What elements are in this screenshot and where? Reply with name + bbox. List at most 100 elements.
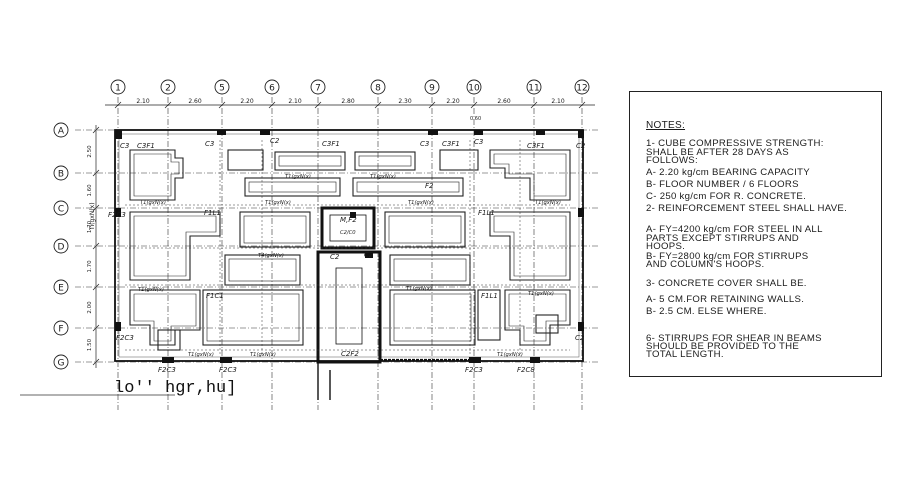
grid-bubble-col: 12	[574, 79, 590, 95]
footing-outline	[388, 215, 462, 244]
footing-label: C3	[205, 140, 214, 148]
note-line: A- 2.20 kg/cm BEARING CAPACITY	[646, 167, 810, 178]
dimension-label: 1.70	[87, 220, 93, 233]
dimension-label: 2.10	[288, 98, 302, 105]
stair-core-inner	[335, 267, 363, 345]
footing-outline	[206, 293, 300, 342]
footing-outline	[129, 149, 184, 201]
note-line: 2- REINFORCEMENT STEEL SHALL HAVE.	[646, 203, 848, 214]
grid-bubble-label: 9	[429, 84, 435, 94]
grid-bubble-label: B	[58, 170, 64, 180]
footing-outline	[358, 155, 412, 167]
grid-bubble-row: D	[53, 238, 69, 254]
footing-label: C3F1	[442, 140, 460, 148]
footing-label: T1(gxN(x)	[406, 286, 432, 292]
column-block	[115, 322, 121, 331]
dimension-label: 2.60	[188, 98, 202, 105]
footing-label: C2	[270, 137, 280, 145]
footing-outline	[133, 215, 217, 277]
footing-label: C2	[575, 334, 585, 342]
note-line: SHOULD BE PROVIDED TO THE	[646, 341, 800, 352]
footing-label: F1L1	[478, 209, 495, 217]
footing-label: C2	[330, 253, 340, 261]
grid-bubble-col: 10	[466, 79, 482, 95]
footing-label: T1(gxN(x)	[370, 174, 396, 180]
footing-outline	[384, 211, 466, 248]
footing-label: F2	[425, 182, 434, 190]
footing-label: F2C3	[219, 366, 237, 374]
footing-outline	[393, 293, 472, 342]
footing-outline	[278, 155, 342, 167]
grid-bubble-label: 6	[269, 84, 275, 94]
grid-bubble-col: 5	[214, 79, 230, 95]
footing-outline	[389, 254, 471, 286]
dimension-label: 2.30	[398, 98, 412, 105]
note-line: 6- STIRRUPS FOR SHEAR IN BEAMS	[646, 333, 822, 344]
footing-label: T1(gxN(x)	[528, 291, 554, 297]
grid-bubble-row: B	[53, 165, 69, 181]
footing-label: T1(gxN(x)	[265, 200, 291, 206]
footing-outline	[239, 211, 311, 248]
footing-label: C3F1	[322, 140, 340, 148]
grid-bubble-row: F	[53, 320, 69, 336]
grid-bubble-label: 7	[315, 84, 321, 94]
slab-inner-outline	[118, 133, 580, 358]
grid-bubble-row: G	[53, 354, 69, 370]
footing-outline	[493, 153, 567, 197]
notes-heading: NOTES:	[646, 120, 686, 131]
dimension-label: 1.70	[87, 260, 93, 273]
footing-outline	[157, 329, 181, 351]
note-line: AND COLUMN'S HOOPS.	[646, 259, 765, 270]
footings	[129, 149, 571, 351]
column-block	[578, 322, 584, 331]
footing-label: F2C8	[517, 366, 535, 374]
footing-outline	[224, 254, 301, 286]
footing-label: C2	[364, 251, 374, 259]
footing-label: C2F2	[341, 350, 359, 358]
grid-bubble-col: 7	[310, 79, 326, 95]
stair-core-wall	[316, 250, 382, 364]
footing-outline	[244, 177, 341, 197]
column-block	[469, 357, 481, 363]
note-line: A- FY=4200 kg/cm FOR STEEL IN ALL	[646, 224, 823, 235]
footing-label: T4(gxN(x)	[258, 253, 284, 259]
dimension-label: 0.60	[470, 116, 481, 122]
footing-label: F2C3	[116, 334, 134, 342]
column-block	[260, 130, 270, 135]
footing-label: F2C3	[465, 366, 483, 374]
grid-bubble-label: A	[58, 127, 65, 137]
footing-label: F1L1	[481, 292, 498, 300]
footing-outline	[535, 314, 559, 334]
dimension-label: 2.80	[341, 98, 355, 105]
footing-label: C2/C0	[340, 230, 356, 236]
column-block	[220, 357, 232, 363]
footing-outline	[477, 289, 501, 341]
footing-outline	[202, 289, 304, 346]
grid-bubble-label: 2	[165, 84, 171, 94]
footing-outline	[274, 151, 346, 171]
footing-outline	[248, 181, 337, 193]
footing-outline	[489, 149, 571, 201]
grid-bubble-row: E	[53, 279, 69, 295]
grid-bubble-label: 11	[528, 84, 539, 94]
column-block	[115, 208, 121, 217]
grid-bubble-row: A	[53, 122, 69, 138]
footing-outline	[439, 149, 479, 171]
footing-label: C3	[120, 142, 129, 150]
dimension-label: 2.10	[551, 98, 565, 105]
grid-bubble-label: 8	[375, 84, 381, 94]
footing-label: C3F1	[137, 142, 155, 150]
dimension-label: 2.00	[87, 301, 93, 314]
footing-label: T1(gxN(x)	[188, 352, 214, 358]
grid-bubble-col: 9	[424, 79, 440, 95]
retaining-wall	[317, 362, 331, 400]
column-block	[428, 130, 438, 135]
note-line: B- FY=2800 kg/cm FOR STIRRUPS	[646, 251, 809, 262]
grid-bubble-label: F	[58, 325, 63, 335]
note-line: PARTS EXCEPT STIRRUPS AND	[646, 233, 800, 244]
footing-label: C3	[420, 140, 429, 148]
column-block	[474, 130, 483, 135]
